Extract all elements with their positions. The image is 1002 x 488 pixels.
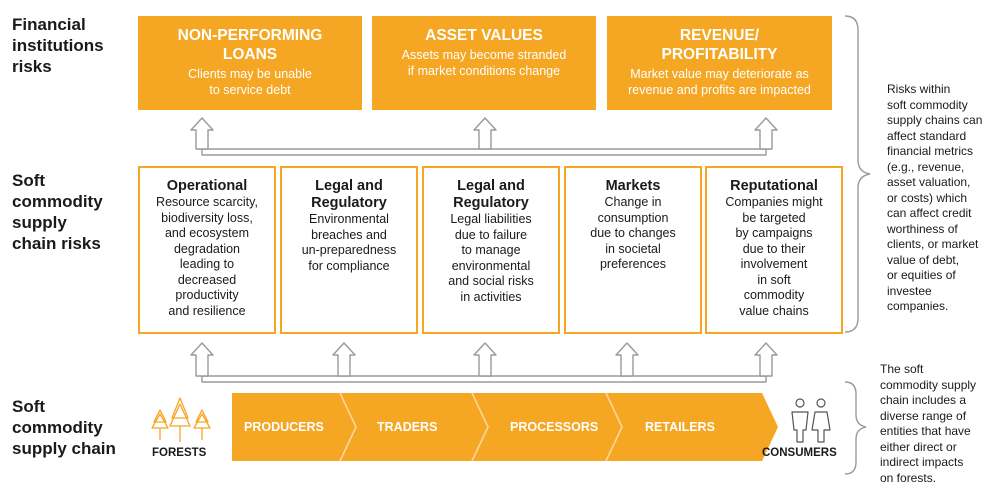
up-arrow-icon — [190, 342, 214, 377]
supply-risk-box: Reputational Companies might be targeted… — [705, 166, 843, 334]
row-label-financial: Financial institutions risks — [12, 15, 104, 76]
chain-stage-label: RETAILERS — [645, 420, 715, 434]
chain-stage-label: PRODUCERS — [244, 420, 324, 434]
up-arrow-icon — [615, 342, 639, 377]
side-note-lower: The soft commodity supply chain includes… — [880, 362, 977, 485]
supply-risk-box: Legal and Regulatory Environmental breac… — [280, 166, 418, 334]
chain-end-label: CONSUMERS — [762, 447, 837, 459]
financial-risk-desc: Clients may be unable to service debt — [188, 67, 312, 97]
consumers-icon — [791, 398, 831, 443]
supply-risk-desc: Legal liabilities due to failure to mana… — [448, 212, 534, 304]
supply-risk-desc: Environmental breaches and un-preparedne… — [301, 212, 397, 273]
financial-risk-title: NON-PERFORMING LOANS — [177, 27, 323, 63]
chain-stage-label: TRADERS — [377, 420, 438, 434]
connector-upper — [201, 148, 767, 156]
row-label-supply-risks: Soft commodity supply chain risks — [12, 171, 103, 253]
financial-risk-box: NON-PERFORMING LOANS Clients may be unab… — [138, 16, 362, 110]
supply-risk-desc: Companies might be targeted by campaigns… — [725, 195, 823, 318]
up-arrow-icon — [473, 117, 497, 150]
connector-lower — [201, 375, 767, 383]
supply-risk-title: Legal and Regulatory — [311, 178, 387, 211]
supply-risk-desc: Resource scarcity, biodiversity loss, an… — [156, 195, 258, 318]
financial-risk-box: REVENUE/ PROFITABILITY Market value may … — [607, 16, 832, 110]
chain-divider — [471, 392, 489, 462]
up-arrow-icon — [754, 342, 778, 377]
supply-risk-desc: Change in consumption due to changes in … — [590, 195, 676, 271]
chain-stage-label: PROCESSORS — [510, 420, 599, 434]
supply-risk-box: Markets Change in consumption due to cha… — [564, 166, 702, 334]
financial-risk-title: ASSET VALUES — [425, 27, 543, 44]
supply-risk-title: Markets — [605, 178, 661, 194]
supply-risk-box: Operational Resource scarcity, biodivers… — [138, 166, 276, 334]
chain-divider — [605, 392, 623, 462]
supply-risk-title: Legal and Regulatory — [453, 178, 529, 211]
row-label-supply-chain: Soft commodity supply chain — [12, 397, 116, 458]
financial-risk-desc: Assets may become stranded if market con… — [401, 48, 567, 78]
supply-risk-title: Reputational — [730, 178, 818, 194]
up-arrow-icon — [190, 117, 214, 150]
supply-risk-title: Operational — [166, 178, 248, 194]
brace-icon — [844, 381, 867, 475]
up-arrow-icon — [473, 342, 497, 377]
side-note-upper: Risks within soft commodity supply chain… — [887, 82, 983, 313]
financial-risk-title: REVENUE/ PROFITABILITY — [661, 27, 778, 63]
up-arrow-icon — [754, 117, 778, 150]
financial-risk-box: ASSET VALUES Assets may become stranded … — [372, 16, 596, 110]
chain-start-label: FORESTS — [152, 447, 207, 459]
brace-icon — [844, 15, 871, 333]
chain-band — [232, 393, 778, 461]
up-arrow-icon — [332, 342, 356, 377]
financial-risk-desc: Market value may deteriorate as revenue … — [628, 67, 811, 97]
supply-risk-box: Legal and Regulatory Legal liabilities d… — [422, 166, 560, 334]
trees-icon — [151, 397, 211, 442]
